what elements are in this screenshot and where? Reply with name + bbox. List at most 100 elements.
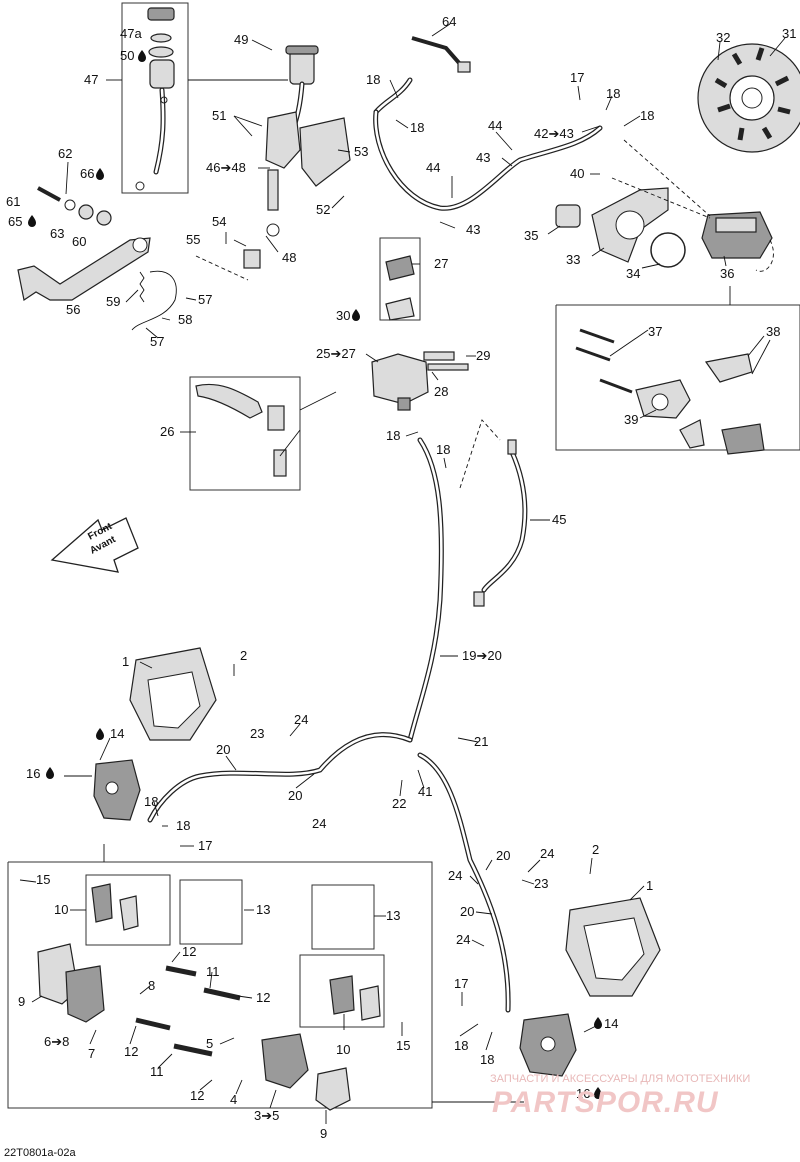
callout-24a: 24 bbox=[294, 712, 308, 727]
oil-drop-icon bbox=[352, 309, 360, 321]
callout-17b: 17 bbox=[198, 838, 212, 853]
callout-49: 49 bbox=[234, 32, 248, 47]
callout-25-27: 25➔27 bbox=[316, 346, 356, 361]
callout-3-5: 3➔5 bbox=[254, 1108, 279, 1123]
callout-16a: 16 bbox=[26, 766, 40, 781]
rear-caliper-boot bbox=[555, 204, 581, 228]
callout-18b: 18 bbox=[410, 120, 424, 135]
callout-46-48: 46➔48 bbox=[206, 160, 246, 175]
callout-62: 62 bbox=[58, 146, 72, 161]
callout-20b: 20 bbox=[288, 788, 302, 803]
return-spring bbox=[139, 271, 145, 303]
callout-51: 51 bbox=[212, 108, 226, 123]
lubricant-markers bbox=[28, 50, 602, 1099]
callout-10a: 10 bbox=[54, 902, 68, 917]
callout-12d: 12 bbox=[190, 1088, 204, 1103]
callout-12a: 12 bbox=[182, 944, 196, 959]
front-pads-exploded bbox=[91, 883, 381, 1021]
callout-24e: 24 bbox=[456, 932, 470, 947]
reservoir-exploded bbox=[135, 7, 175, 191]
rear-brake-disc bbox=[697, 43, 800, 153]
callout-18d: 18 bbox=[640, 108, 654, 123]
callout-57a: 57 bbox=[198, 292, 212, 307]
callout-6-8: 6➔8 bbox=[44, 1034, 69, 1049]
callout-13b: 13 bbox=[386, 908, 400, 923]
callout-7: 7 bbox=[88, 1046, 95, 1061]
rear-caliper-o-ring bbox=[650, 232, 686, 268]
callout-33: 33 bbox=[566, 252, 580, 267]
callout-20c: 20 bbox=[496, 848, 510, 863]
callout-9a: 9 bbox=[18, 994, 25, 1009]
callout-32: 32 bbox=[716, 30, 730, 45]
lever-detail-box bbox=[189, 376, 301, 491]
front-calipers-detail-box bbox=[7, 861, 433, 1109]
callout-24d: 24 bbox=[448, 868, 462, 883]
callout-41: 41 bbox=[418, 784, 432, 799]
callout-23b: 23 bbox=[534, 876, 548, 891]
front-right-bracket bbox=[565, 897, 661, 997]
drawing-code: 22T0801a-02a bbox=[4, 1147, 76, 1159]
callout-64: 64 bbox=[442, 14, 456, 29]
callout-31: 31 bbox=[782, 26, 796, 41]
callout-47: 47 bbox=[84, 72, 98, 87]
callout-22: 22 bbox=[392, 796, 406, 811]
callout-14a: 14 bbox=[110, 726, 124, 741]
callout-27: 27 bbox=[434, 256, 448, 271]
callout-52: 52 bbox=[316, 202, 330, 217]
callout-34: 34 bbox=[626, 266, 640, 281]
callout-24c: 24 bbox=[540, 846, 554, 861]
callout-13a: 13 bbox=[256, 902, 270, 917]
callout-11a: 11 bbox=[206, 964, 220, 979]
oil-drop-icon bbox=[594, 1087, 602, 1099]
callout-24b: 24 bbox=[312, 816, 326, 831]
callout-16b: 16 bbox=[576, 1086, 590, 1101]
callout-1b: 1 bbox=[646, 878, 653, 893]
callout-56: 56 bbox=[66, 302, 80, 317]
rear-brake-pedal bbox=[17, 237, 151, 301]
front-right-caliper bbox=[519, 1013, 577, 1077]
callout-19-20: 19➔20 bbox=[462, 648, 502, 663]
callout-12b: 12 bbox=[256, 990, 270, 1005]
callout-43b: 43 bbox=[466, 222, 480, 237]
callout-8: 8 bbox=[148, 978, 155, 993]
callout-39: 39 bbox=[624, 412, 638, 427]
spring-wire bbox=[131, 270, 177, 331]
caliper-pins bbox=[135, 965, 241, 1057]
brake-light-switch-wire bbox=[473, 439, 528, 607]
callout-54: 54 bbox=[212, 214, 226, 229]
oil-drop-icon bbox=[594, 1017, 602, 1029]
callout-58: 58 bbox=[178, 312, 192, 327]
callout-15a: 15 bbox=[36, 872, 50, 887]
callout-43a: 43 bbox=[476, 150, 490, 165]
callout-1a: 1 bbox=[122, 654, 129, 669]
callout-18g: 18 bbox=[144, 794, 158, 809]
callout-18i: 18 bbox=[454, 1038, 468, 1053]
callout-17a: 17 bbox=[570, 70, 584, 85]
callout-21: 21 bbox=[474, 734, 488, 749]
rear-caliper bbox=[701, 211, 773, 259]
oil-drop-icon bbox=[96, 168, 104, 180]
front-left-bracket bbox=[129, 647, 217, 741]
leader-lines bbox=[19, 23, 786, 1124]
rear-caliper-exploded bbox=[575, 328, 765, 455]
pin-kit-box-2 bbox=[311, 884, 375, 950]
watermark-tagline: ЗАПЧАСТИ И АКСЕССУАРЫ ДЛЯ МОТОТЕХНИКИ bbox=[490, 1073, 750, 1085]
watermark-logo: PARTSPOR.RU bbox=[492, 1086, 719, 1119]
callout-66: 66 bbox=[80, 166, 94, 181]
oil-drop-icon bbox=[138, 50, 146, 62]
rear-caliper-detail-box bbox=[555, 304, 800, 451]
callout-37: 37 bbox=[648, 324, 662, 339]
hand-brake-lever bbox=[195, 383, 287, 477]
callout-53: 53 bbox=[354, 144, 368, 159]
callout-65: 65 bbox=[8, 214, 22, 229]
oil-drop-icon bbox=[28, 215, 36, 227]
callout-40: 40 bbox=[570, 166, 584, 181]
callout-23a: 23 bbox=[250, 726, 264, 741]
callout-35: 35 bbox=[524, 228, 538, 243]
callout-18a: 18 bbox=[366, 72, 380, 87]
callout-9b: 9 bbox=[320, 1126, 327, 1141]
callout-2a: 2 bbox=[240, 648, 247, 663]
callout-48: 48 bbox=[282, 250, 296, 265]
callout-47a: 47a bbox=[120, 26, 142, 41]
